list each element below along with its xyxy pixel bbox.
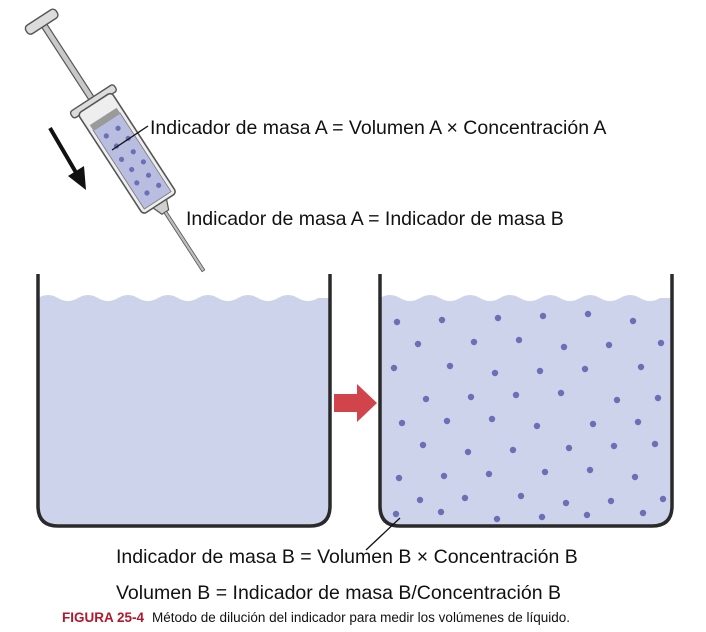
particle bbox=[639, 509, 647, 517]
particle bbox=[115, 125, 121, 131]
injection-arrow bbox=[48, 126, 86, 190]
particle bbox=[395, 474, 403, 482]
particle bbox=[538, 513, 546, 521]
syringe-plunger-rod bbox=[39, 21, 96, 103]
particle bbox=[512, 391, 520, 399]
particle bbox=[416, 496, 424, 504]
particle bbox=[607, 497, 615, 505]
equation-volume-b: Volumen B = Indicador de masa B/Concentr… bbox=[116, 582, 561, 604]
particle bbox=[610, 442, 618, 450]
figure-label: FIGURA 25-4 bbox=[62, 610, 145, 625]
particle bbox=[613, 396, 621, 404]
container-a-outline bbox=[36, 274, 332, 528]
particle bbox=[144, 190, 150, 196]
particle bbox=[488, 415, 496, 423]
particle bbox=[470, 338, 478, 346]
equation-mass-a: Indicador de masa A = Volumen A × Concen… bbox=[150, 117, 606, 139]
particle bbox=[536, 367, 544, 375]
particle bbox=[390, 364, 398, 372]
particle bbox=[118, 156, 125, 162]
particle bbox=[414, 340, 422, 348]
particle bbox=[437, 508, 445, 516]
figure-caption-text: Método de dilución del indicador para me… bbox=[152, 610, 571, 625]
particle bbox=[392, 510, 400, 518]
particle bbox=[557, 389, 565, 397]
particle bbox=[539, 312, 547, 320]
container-a bbox=[36, 274, 332, 528]
particle bbox=[130, 149, 136, 155]
particle bbox=[129, 166, 135, 173]
particle bbox=[637, 363, 645, 371]
particle bbox=[509, 446, 517, 454]
particle bbox=[629, 317, 637, 325]
particle bbox=[565, 444, 573, 452]
particle bbox=[145, 172, 152, 178]
syringe bbox=[24, 8, 206, 273]
container-b-outline bbox=[378, 274, 674, 528]
particle bbox=[589, 420, 597, 428]
container-b-liquid bbox=[380, 295, 672, 526]
particle bbox=[581, 365, 589, 373]
particle bbox=[494, 314, 502, 322]
particle bbox=[156, 182, 162, 188]
particle bbox=[393, 318, 401, 326]
particle bbox=[398, 419, 406, 427]
particle bbox=[631, 473, 639, 481]
particle bbox=[515, 336, 523, 344]
container-b bbox=[378, 274, 674, 528]
container-b-particles bbox=[390, 310, 667, 523]
syringe-piston bbox=[89, 107, 121, 132]
particle bbox=[493, 515, 501, 523]
particle bbox=[657, 339, 665, 347]
particle bbox=[438, 316, 446, 324]
particle bbox=[533, 422, 541, 430]
particle bbox=[586, 466, 594, 474]
particle bbox=[440, 472, 448, 480]
particle bbox=[422, 395, 430, 403]
equation-mass-b: Indicador de masa B = Volumen B × Concen… bbox=[116, 546, 578, 568]
syringe-pointer-line bbox=[111, 125, 149, 151]
particle bbox=[485, 470, 493, 478]
syringe-thumb-rest bbox=[24, 8, 59, 35]
equation-mass-equality: Indicador de masa A = Indicador de masa … bbox=[186, 208, 564, 230]
particle bbox=[134, 180, 140, 186]
particle bbox=[583, 511, 591, 519]
particle bbox=[517, 492, 525, 500]
particle bbox=[461, 494, 469, 502]
particle bbox=[443, 417, 451, 425]
particle bbox=[654, 394, 662, 402]
particle bbox=[140, 159, 147, 165]
particle bbox=[584, 310, 592, 318]
particle bbox=[562, 499, 570, 507]
syringe-needle bbox=[163, 210, 206, 273]
particle bbox=[541, 468, 549, 476]
particle bbox=[467, 393, 475, 401]
particle bbox=[491, 369, 499, 377]
container-pointer-line bbox=[365, 517, 401, 551]
particle bbox=[560, 343, 568, 351]
particle bbox=[446, 362, 454, 370]
figure-caption: FIGURA 25-4 Método de dilución del indica… bbox=[62, 610, 702, 625]
transfer-arrow bbox=[334, 384, 377, 422]
particle bbox=[659, 495, 667, 503]
particle bbox=[634, 418, 642, 426]
particle bbox=[464, 448, 472, 456]
container-a-liquid bbox=[38, 295, 330, 526]
particle bbox=[605, 341, 613, 349]
particle bbox=[103, 133, 109, 139]
particle bbox=[419, 441, 427, 449]
particle bbox=[651, 440, 659, 448]
syringe-tip bbox=[152, 198, 170, 215]
syringe-particles bbox=[103, 125, 162, 196]
